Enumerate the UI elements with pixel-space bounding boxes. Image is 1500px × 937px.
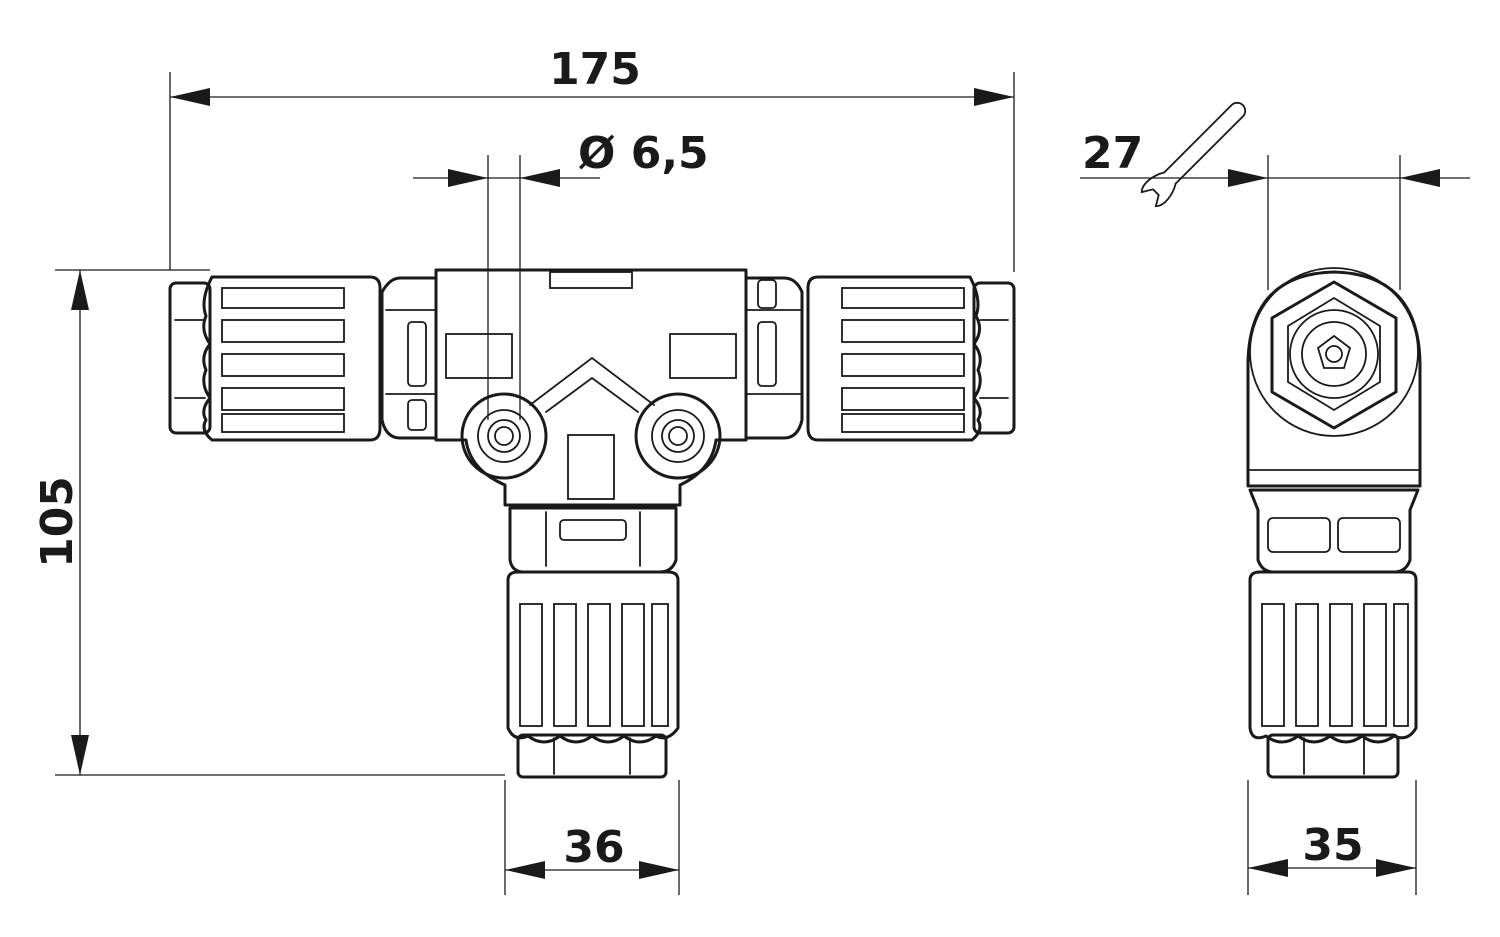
- side-head: [1246, 267, 1422, 488]
- bottom-end-cap: [516, 733, 668, 779]
- dimension-label-overall-width: 175: [549, 44, 641, 95]
- dimension-wrench-size: 27: [1080, 101, 1470, 290]
- bottom-collar: [508, 506, 678, 574]
- bottom-knurled-nut: [506, 570, 680, 744]
- dimension-overall-width: 175: [169, 44, 1015, 272]
- mounting-hole-left: [460, 392, 548, 480]
- dimension-side-width: 35: [1247, 780, 1417, 895]
- left-knurled-nut: [202, 275, 382, 442]
- side-collar: [1248, 488, 1420, 574]
- dimension-label-wrench-size: 27: [1082, 128, 1143, 179]
- dimension-label-bottom-width: 36: [563, 822, 624, 873]
- hex-nut: [1270, 280, 1398, 430]
- right-knurled-nut: [806, 275, 982, 442]
- dimension-pin-diameter: Ø 6,5: [413, 128, 709, 420]
- dimension-height: 105: [32, 269, 505, 776]
- dimension-label-side-width: 35: [1302, 820, 1363, 871]
- left-end-cap: [168, 281, 212, 435]
- mounting-hole-right: [634, 392, 722, 480]
- right-end-cap: [972, 281, 1016, 435]
- right-collar: [744, 276, 804, 440]
- side-end-cap: [1266, 733, 1400, 779]
- wrench-icon: [1140, 101, 1247, 208]
- central-body: [434, 268, 748, 507]
- dimension-label-pin-diameter: Ø 6,5: [578, 128, 709, 179]
- side-view-t-connector: [1246, 267, 1422, 779]
- front-view-t-connector: [168, 268, 1016, 779]
- side-knurled-nut: [1248, 570, 1418, 744]
- left-collar: [380, 276, 438, 440]
- dimension-label-height: 105: [32, 476, 83, 568]
- dimension-bottom-width: 36: [504, 780, 680, 895]
